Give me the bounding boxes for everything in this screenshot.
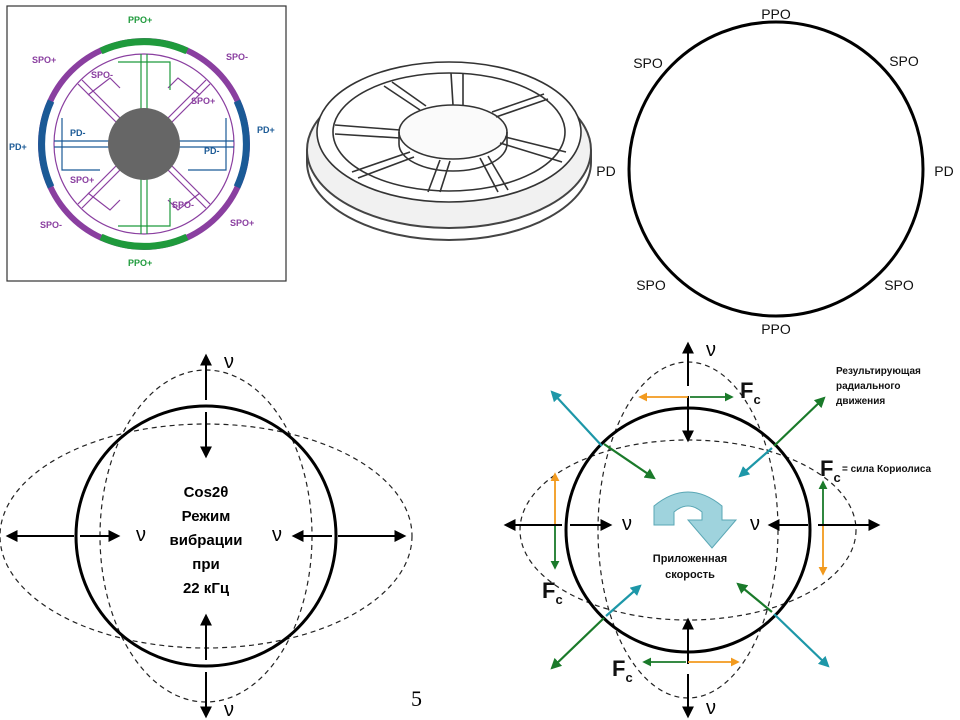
caption-line-2: Режим	[182, 508, 231, 525]
label-spo-top-right: SPO	[889, 53, 919, 69]
nu-labels: ν ν ν ν	[622, 339, 760, 719]
resultant-line-3: движения	[836, 396, 885, 407]
inner-ring	[53, 53, 235, 235]
outer-ring-inner-edge	[332, 72, 566, 192]
base-plate-edge	[306, 150, 592, 241]
label-ppo-bottom: PPO	[761, 321, 791, 337]
displacement-arrows	[503, 341, 881, 719]
label-pd-minus-right-inner: PD-	[204, 146, 220, 156]
rest-ring	[564, 406, 812, 654]
applied-line-1: Приложенная	[653, 553, 727, 565]
nu-label-bottom: ν	[706, 697, 716, 719]
label-pd-plus-left: PD+	[9, 142, 27, 152]
label-spo-plus-tr-inner: SPO+	[191, 96, 215, 106]
displacement-arrows	[5, 353, 407, 719]
pd-right-segment	[233, 99, 250, 189]
caption-line-1: Cos2θ	[184, 484, 229, 501]
central-hub	[108, 108, 180, 180]
label-spo-plus-bl-inner: SPO+	[70, 175, 94, 185]
label-spo-plus-br: SPO+	[230, 218, 254, 228]
mode-position-labels: PPO PPO SPO SPO SPO SPO PD PD	[596, 6, 953, 337]
fc-label-right: Fc	[820, 456, 841, 485]
fc-label-top: Fc	[740, 378, 761, 407]
diagonal-force-arrows	[550, 390, 830, 670]
label-ppo-top: PPO	[761, 6, 791, 22]
fc-label-bottom: Fc	[612, 656, 633, 685]
label-spo-top-left: SPO	[633, 55, 663, 71]
cos2theta-mode-panel: ν ν ν ν Cos2θ Режим вибрации при 22 кГц	[0, 351, 413, 720]
label-pd-minus-left-inner: PD-	[70, 128, 86, 138]
ring-resonator-sketch	[306, 61, 592, 241]
nu-label-left: ν	[136, 524, 146, 546]
nu-label-left: ν	[622, 513, 632, 535]
resultant-line-1: Результирующая	[836, 366, 921, 377]
caption-line-3: вибрации	[170, 532, 243, 549]
label-spo-bottom-right: SPO	[884, 277, 914, 293]
spokes	[54, 54, 234, 234]
caption-line-4: при	[192, 556, 219, 573]
resonator-spokes	[334, 72, 567, 193]
rest-ring	[74, 404, 338, 668]
label-spo-minus-br-inner: SPO-	[172, 200, 194, 210]
label-pd-right: PD	[934, 163, 953, 179]
label-ppo-top: PPO+	[128, 15, 152, 25]
mode-horizontal-dashed	[519, 439, 857, 621]
coriolis-force-pairs	[550, 392, 828, 667]
nu-label-right: ν	[750, 513, 760, 535]
resultant-label: Результирующая радиального движения	[836, 366, 921, 407]
ppo-top-segment	[99, 38, 189, 55]
label-pd-left: PD	[596, 163, 615, 179]
label-spo-minus-tl-inner: SPO-	[91, 70, 113, 80]
nu-label-bottom: ν	[224, 699, 234, 720]
label-spo-minus-tr: SPO-	[226, 52, 248, 62]
reference-circle	[627, 20, 925, 318]
applied-line-2: скорость	[665, 569, 715, 581]
label-spo-plus-tl: SPO+	[32, 55, 56, 65]
pd-left-segment	[38, 99, 55, 189]
ppo-bottom-segment	[99, 233, 189, 250]
rotation-arrow-icon	[653, 491, 738, 549]
nu-labels: ν ν ν ν	[136, 351, 282, 720]
caption-line-5: 22 кГц	[183, 580, 230, 597]
electrode-layout-panel: PPO+ PPO+ SPO+ SPO- SPO- SPO+ PD+ PD- PD…	[6, 5, 287, 282]
nu-label-top: ν	[706, 339, 716, 361]
coriolis-force-panel: ν ν ν ν Fc Fc = сила Кориолиса Fc Fc Рез…	[503, 339, 932, 719]
label-pd-plus-right: PD+	[257, 125, 275, 135]
resultant-line-2: радиального	[836, 381, 901, 392]
coriolis-definition: = сила Кориолиса	[842, 464, 932, 475]
applied-velocity-label: Приложенная скорость	[653, 553, 727, 581]
nu-label-right: ν	[272, 524, 282, 546]
label-ppo-bottom: PPO+	[128, 258, 152, 268]
nu-label-top: ν	[224, 351, 234, 373]
electrode-labels: PPO+ PPO+ SPO+ SPO- SPO- SPO+ PD+ PD- PD…	[9, 15, 275, 268]
inner-hub	[398, 104, 508, 160]
mode-caption: Cos2θ Режим вибрации при 22 кГц	[170, 484, 243, 597]
label-spo-minus-bl: SPO-	[40, 220, 62, 230]
pickoff-traces	[61, 61, 227, 227]
fc-label-left: Fc	[542, 578, 563, 607]
mode-position-circle-panel: PPO PPO SPO SPO SPO SPO PD PD	[596, 6, 953, 337]
label-spo-bottom-left: SPO	[636, 277, 666, 293]
page-number: 5	[411, 686, 422, 711]
fc-labels: Fc Fc = сила Кориолиса Fc Fc	[542, 378, 932, 685]
